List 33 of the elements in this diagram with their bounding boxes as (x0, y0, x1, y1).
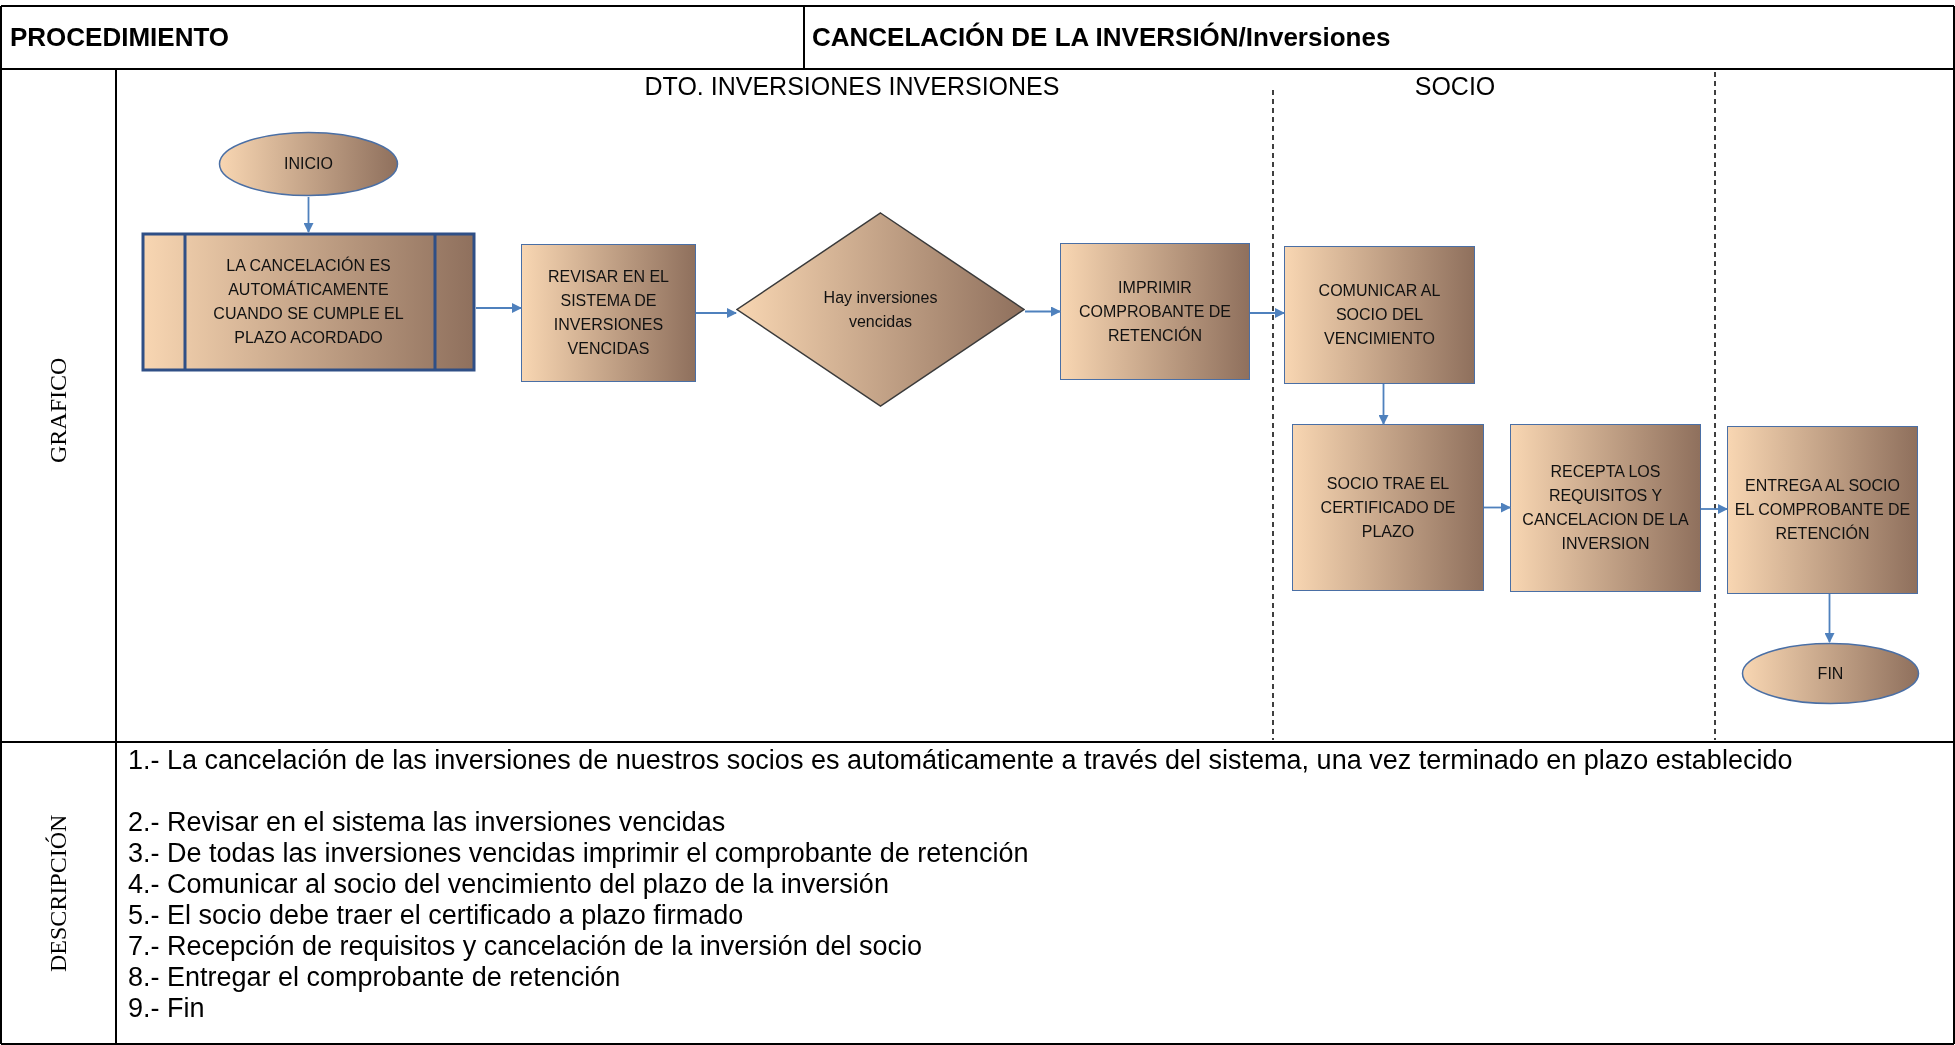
arrow (1700, 504, 1728, 514)
header-title: CANCELACIÓN DE LA INVERSIÓN/Inversiones (812, 20, 1392, 54)
description-line: 8.- Entregar el comprobante de retención (128, 962, 622, 993)
arrow (1249, 308, 1285, 318)
description-line: 7.- Recepción de requisitos y cancelación de la inversión del socio (128, 931, 923, 962)
header-label: PROCEDIMIENTO (10, 20, 231, 54)
arrow (695, 308, 737, 318)
decision-diamond: Hay inversiones vencidas (736, 212, 1025, 407)
arrow (1483, 502, 1511, 513)
arrow (1378, 383, 1389, 425)
lane-header: DTO. INVERSIONES INVERSIONES (643, 72, 1061, 102)
process-box: SOCIO TRAE EL CERTIFICADO DE PLAZO (1292, 424, 1484, 591)
process-box: RECEPTA LOS REQUISITOS Y CANCELACION DE LA INVERSION (1510, 424, 1701, 592)
description-line: 9.- Fin (128, 993, 206, 1024)
process-box: ENTREGA AL SOCIO EL COMPROBANTE DE RETENCIÓN (1727, 426, 1918, 594)
process-box: COMUNICAR AL SOCIO DEL VENCIMIENTO (1284, 246, 1475, 384)
lane-header: SOCIO (1413, 72, 1497, 102)
predefined-process-box: LA CANCELACIÓN ES AUTOMÁTICAMENTE CUANDO SE CUMPLE EL PLAZO ACORDADO (141, 232, 476, 372)
row-header: DESCRIPCIÓN (43, 813, 72, 974)
arrow (1824, 593, 1835, 643)
description-line: 1.- La cancelación de las inversiones de nuestros socios es automáticamente a través del sistema, una vez terminado en plazo establecido (128, 745, 1794, 776)
end-ellipse: FIN (1741, 642, 1920, 705)
process-box: IMPRIMIR COMPROBANTE DE RETENCIÓN (1060, 243, 1250, 380)
description-line: 3.- De todas las inversiones vencidas imprimir el comprobante de retención (128, 838, 1030, 869)
arrow (1024, 306, 1061, 317)
description-line: 2.- Revisar en el sistema las inversiones vencidas (128, 807, 727, 838)
description-line: 5.- El socio debe traer el certificado a plazo firmado (128, 900, 745, 931)
start-ellipse: INICIO (218, 131, 399, 197)
process-box: REVISAR EN EL SISTEMA DE INVERSIONES VENCIDAS (521, 244, 696, 382)
description-line: 4.- Comunicar al socio del vencimiento del plazo de la inversión (128, 869, 890, 900)
arrow (475, 303, 522, 313)
row-header: GRAFICO (43, 356, 72, 465)
arrow (303, 196, 314, 233)
